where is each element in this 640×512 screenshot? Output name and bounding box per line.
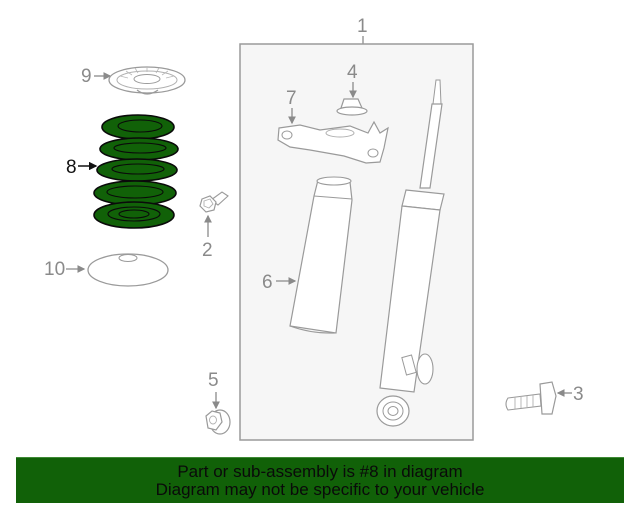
callout-6[interactable]: 6 bbox=[262, 272, 273, 293]
callout-9[interactable]: 9 bbox=[81, 66, 92, 87]
part-6-dust-boot[interactable]: 6 bbox=[262, 176, 353, 334]
part-10-lower-insulator[interactable]: 10 bbox=[44, 253, 169, 287]
part-7-upper-bracket[interactable]: 7 bbox=[277, 88, 389, 164]
parts-diagram: 1 9 8 bbox=[44, 16, 584, 441]
callout-8[interactable]: 8 bbox=[66, 157, 77, 178]
callout-2[interactable]: 2 bbox=[202, 240, 213, 261]
callout-7[interactable]: 7 bbox=[286, 88, 297, 109]
part-9-upper-spring-seat[interactable]: 9 bbox=[81, 66, 186, 95]
callout-3[interactable]: 3 bbox=[573, 384, 584, 405]
callout-5[interactable]: 5 bbox=[208, 370, 219, 391]
banner-line-disclaimer: Diagram may not be specific to your vehi… bbox=[155, 479, 485, 499]
callout-4[interactable]: 4 bbox=[347, 62, 358, 83]
banner-line-part: Part or sub-assembly is #8 in diagram bbox=[177, 461, 463, 481]
part-2-bolt[interactable]: 2 bbox=[199, 191, 229, 261]
part-5-nut[interactable]: 5 bbox=[205, 370, 231, 435]
part-8-coil-spring[interactable]: 8 bbox=[66, 114, 179, 229]
shock-absorber[interactable] bbox=[376, 79, 445, 427]
part-info-banner: Part or sub-assembly is #8 in diagram Di… bbox=[16, 457, 624, 503]
part-4-nut[interactable]: 4 bbox=[336, 62, 368, 116]
part-3-bolt-bracket[interactable]: 3 bbox=[505, 381, 584, 415]
callout-1[interactable]: 1 bbox=[357, 16, 368, 37]
callout-10[interactable]: 10 bbox=[44, 259, 65, 280]
